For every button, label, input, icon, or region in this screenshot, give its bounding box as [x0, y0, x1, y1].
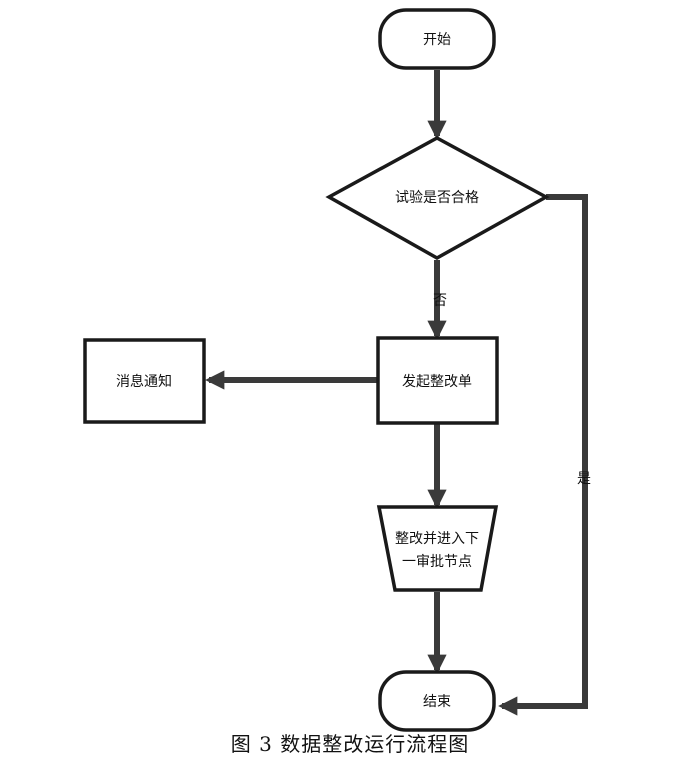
- rectify-next-node: [376, 505, 499, 592]
- end-node: [378, 670, 496, 732]
- decision-node: [325, 136, 550, 261]
- initiate-rectification-node: [376, 336, 499, 425]
- decision-node-label: 试验是否合格: [395, 190, 479, 206]
- notification-label: 消息通知: [116, 373, 172, 390]
- rectify-next-label-line2: 一审批节点: [402, 554, 472, 570]
- figure-caption: 图 3 数据整改运行流程图: [230, 732, 470, 756]
- edge-decision-yes-to-end: [498, 194, 588, 716]
- rectify-next-label-line1: 整改并进入下: [395, 531, 479, 547]
- notification-node: [83, 338, 206, 424]
- initiate-rectification-label: 发起整改单: [402, 374, 472, 390]
- edge-label-yes: 是: [577, 471, 591, 487]
- edge-label-no: 否: [433, 293, 447, 309]
- start-node-label: 开始: [423, 32, 451, 48]
- start-node: [378, 8, 496, 70]
- end-node-label: 结束: [423, 694, 451, 710]
